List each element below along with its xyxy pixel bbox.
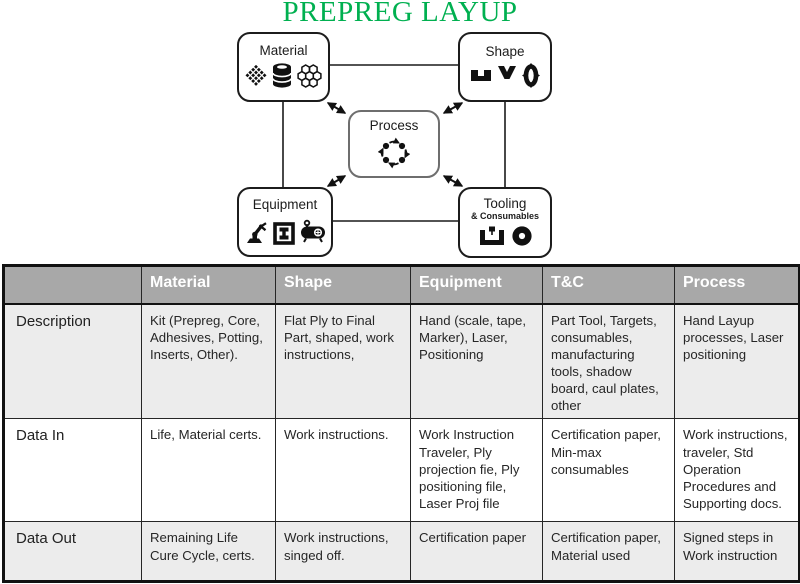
v-shape-icon [496,63,518,81]
node-material-icons [245,62,322,90]
node-shape-icons [469,62,541,89]
spiked-oval-icon [521,62,541,89]
cell-data-in-equipment: Work Instruction Traveler, Ply projectio… [410,418,543,523]
cell-description-shape: Flat Ply to Final Part, shaped, work ins… [275,302,411,420]
process-table: Material Shape Equipment T&C Process Des… [2,264,800,584]
header-equipment: Equipment [410,265,543,305]
table-header-row: Material Shape Equipment T&C Process [3,265,800,305]
row-label-data-in: Data In [3,418,142,523]
table-row-data-out: Data Out Remaining Life Cure Cycle, cert… [3,521,800,583]
node-tooling-icons [477,224,534,248]
cell-description-tc: Part Tool, Targets, consumables, manufac… [542,302,675,420]
node-tooling-sublabel: & Consumables [470,211,539,222]
robot-arm-icon [244,218,269,244]
row-label-description: Description [3,302,142,420]
header-material: Material [141,265,276,305]
mold-icon [477,224,507,248]
press-icon [272,221,296,246]
header-process: Process [674,265,800,305]
row-label-data-out: Data Out [3,521,142,583]
database-icon [270,62,294,90]
autoclave-icon [299,218,327,244]
node-process-icons [376,137,412,169]
diagram-section: PREPREG LAYUP Material [0,0,800,262]
node-material: Material [237,32,330,102]
cell-data-in-tc: Certification paper, Min-max consumables [542,418,675,523]
tape-roll-icon [510,224,534,248]
node-process-label: Process [369,118,419,134]
arrow-process-equipment [326,175,347,187]
cell-data-in-process: Work instructions, traveler, Std Operati… [674,418,800,523]
page-title: PREPREG LAYUP [282,0,518,28]
cycle-icon [376,137,412,169]
cell-data-in-material: Life, Material certs. [141,418,276,523]
node-equipment: Equipment [237,187,333,257]
header-blank [3,265,142,305]
cell-data-out-equipment: Certification paper [410,521,543,583]
header-tc: T&C [542,265,675,305]
cell-description-material: Kit (Prepreg, Core, Adhesives, Potting, … [141,302,276,420]
node-equipment-icons [244,215,327,246]
node-shape-label: Shape [485,43,525,59]
node-material-label: Material [259,43,308,59]
node-tooling: Tooling & Consumables [458,187,552,258]
connector-lines [282,64,506,222]
prepreg-table: Material Shape Equipment T&C Process Des… [2,264,800,584]
cell-data-in-shape: Work instructions. [275,418,411,523]
cell-data-out-shape: Work instructions, singed off. [275,521,411,583]
node-shape: Shape [458,32,552,102]
cell-description-equipment: Hand (scale, tape, Marker), Laser, Posit… [410,302,543,420]
cell-data-out-material: Remaining Life Cure Cycle, certs. [141,521,276,583]
arrow-process-shape [442,102,464,114]
table-row-data-in: Data In Life, Material certs. Work instr… [3,418,800,523]
weave-icon [245,64,267,87]
table-row-description: Description Kit (Prepreg, Core, Adhesive… [3,302,800,420]
arrow-process-material [326,102,347,114]
header-shape: Shape [275,265,411,305]
cell-data-out-tc: Certification paper, Material used [542,521,675,583]
honeycomb-icon [297,63,322,89]
arrow-process-tooling [442,175,464,187]
u-channel-icon [469,66,493,86]
node-equipment-label: Equipment [252,196,318,212]
node-tooling-label: Tooling [483,195,527,211]
node-process: Process [348,110,440,178]
cell-description-process: Hand Layup processes, Laser positioning [674,302,800,420]
cell-data-out-process: Signed steps in Work instruction [674,521,800,583]
